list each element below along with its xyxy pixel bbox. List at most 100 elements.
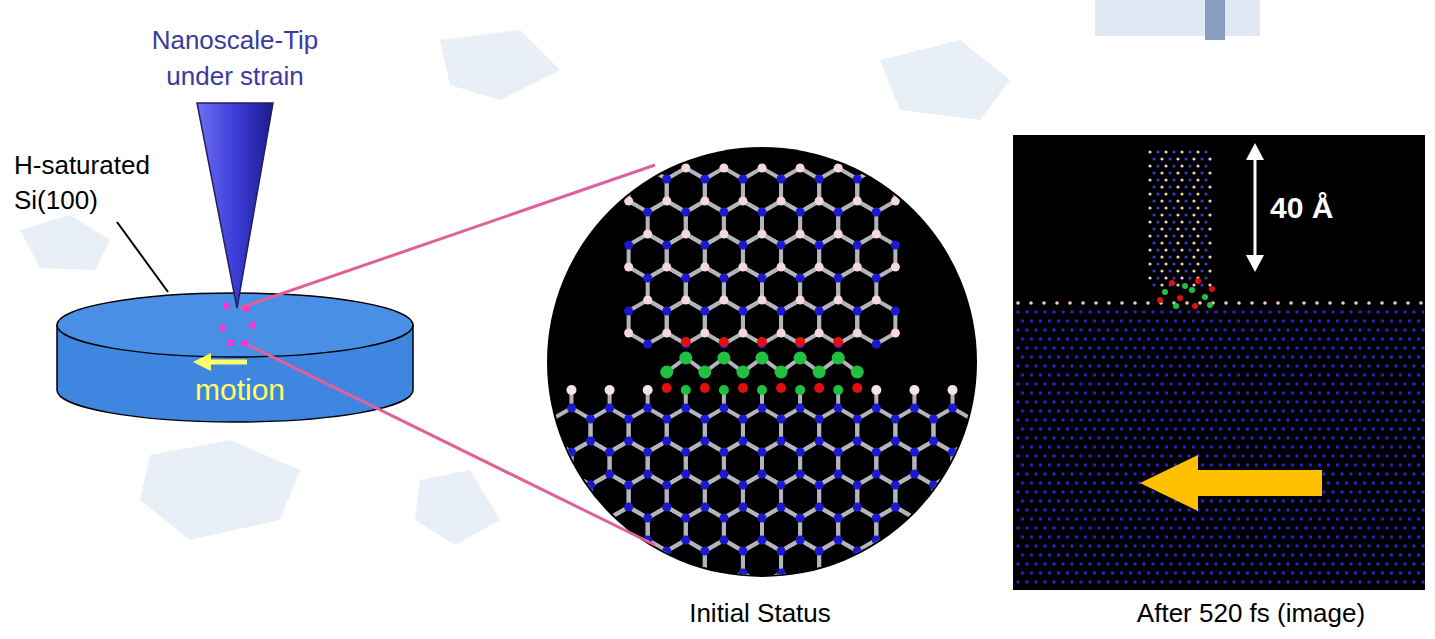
atom	[662, 241, 671, 250]
atom	[1349, 328, 1353, 332]
atom	[624, 437, 633, 446]
bond	[474, 419, 478, 441]
bond	[1008, 485, 1012, 507]
atom	[1228, 337, 1232, 341]
bond	[343, 474, 362, 485]
leader-line	[117, 222, 168, 292]
atom	[586, 547, 595, 556]
bond	[381, 507, 400, 518]
bond	[838, 606, 857, 617]
atom	[1043, 635, 1052, 639]
atom	[605, 536, 614, 545]
atom	[1070, 310, 1074, 314]
atom	[357, 481, 366, 490]
atom	[1390, 319, 1394, 323]
bond	[286, 441, 305, 452]
bond	[972, 474, 991, 485]
atom	[529, 536, 538, 545]
bond	[305, 507, 324, 518]
bond	[419, 474, 438, 485]
atom	[1156, 319, 1160, 323]
green-atoms	[660, 352, 864, 379]
bond	[476, 507, 495, 518]
bond	[436, 551, 440, 573]
bond	[379, 518, 383, 540]
atom	[986, 470, 995, 479]
bond	[457, 573, 476, 584]
atom	[777, 175, 786, 184]
atom	[853, 635, 862, 639]
atom	[662, 329, 671, 338]
bond	[514, 441, 533, 452]
atom	[833, 385, 843, 395]
bond	[324, 474, 343, 485]
bond	[455, 452, 459, 474]
atom	[967, 547, 976, 556]
atom	[319, 503, 328, 512]
bond	[438, 441, 457, 452]
bond	[512, 551, 516, 573]
bond	[514, 408, 533, 419]
bond	[343, 606, 362, 617]
bond	[933, 540, 952, 551]
atom	[853, 613, 862, 622]
map-blob	[20, 215, 110, 270]
bond	[360, 419, 364, 441]
bond	[686, 573, 705, 584]
atom	[1354, 319, 1358, 323]
atom	[1313, 328, 1317, 332]
atom	[1322, 328, 1326, 332]
bond	[417, 518, 421, 540]
atom	[1160, 310, 1164, 314]
atom	[1192, 319, 1196, 323]
atom	[1232, 346, 1236, 350]
bond	[1122, 617, 1126, 639]
bond	[912, 584, 916, 606]
atom	[929, 547, 938, 556]
atom	[491, 536, 500, 545]
bond	[1084, 617, 1088, 639]
bond	[360, 551, 364, 573]
atom	[1345, 337, 1349, 341]
bond	[933, 606, 952, 617]
atom	[434, 569, 443, 578]
atom	[1097, 328, 1101, 332]
atom	[1005, 503, 1014, 512]
atom	[872, 296, 881, 305]
atom	[1237, 337, 1241, 341]
bond	[855, 551, 859, 573]
atom	[700, 569, 709, 578]
atom	[1268, 328, 1272, 332]
bond	[855, 617, 859, 639]
bond	[284, 485, 288, 507]
atom	[1016, 328, 1020, 332]
atom	[758, 536, 767, 545]
atom	[491, 580, 500, 589]
bond	[972, 573, 991, 584]
atom	[777, 481, 786, 490]
simulation-atoms	[1016, 150, 1425, 583]
atom	[986, 602, 995, 611]
atom	[1354, 337, 1358, 341]
bond	[398, 551, 402, 573]
bond	[552, 507, 571, 518]
bond	[914, 606, 933, 617]
bond	[514, 606, 533, 617]
bond	[495, 474, 514, 485]
atom	[1331, 328, 1335, 332]
bond	[324, 441, 343, 452]
atom	[986, 536, 995, 545]
bond	[1105, 606, 1124, 617]
bond	[1008, 551, 1012, 573]
atom	[815, 635, 824, 639]
atom	[796, 470, 805, 479]
atom	[738, 481, 747, 490]
atom	[700, 263, 709, 272]
bond	[419, 573, 438, 584]
bond	[589, 617, 593, 639]
atom	[738, 569, 747, 578]
bond	[324, 573, 343, 584]
atom	[815, 175, 824, 184]
atom	[852, 383, 862, 393]
atom	[1165, 337, 1169, 341]
